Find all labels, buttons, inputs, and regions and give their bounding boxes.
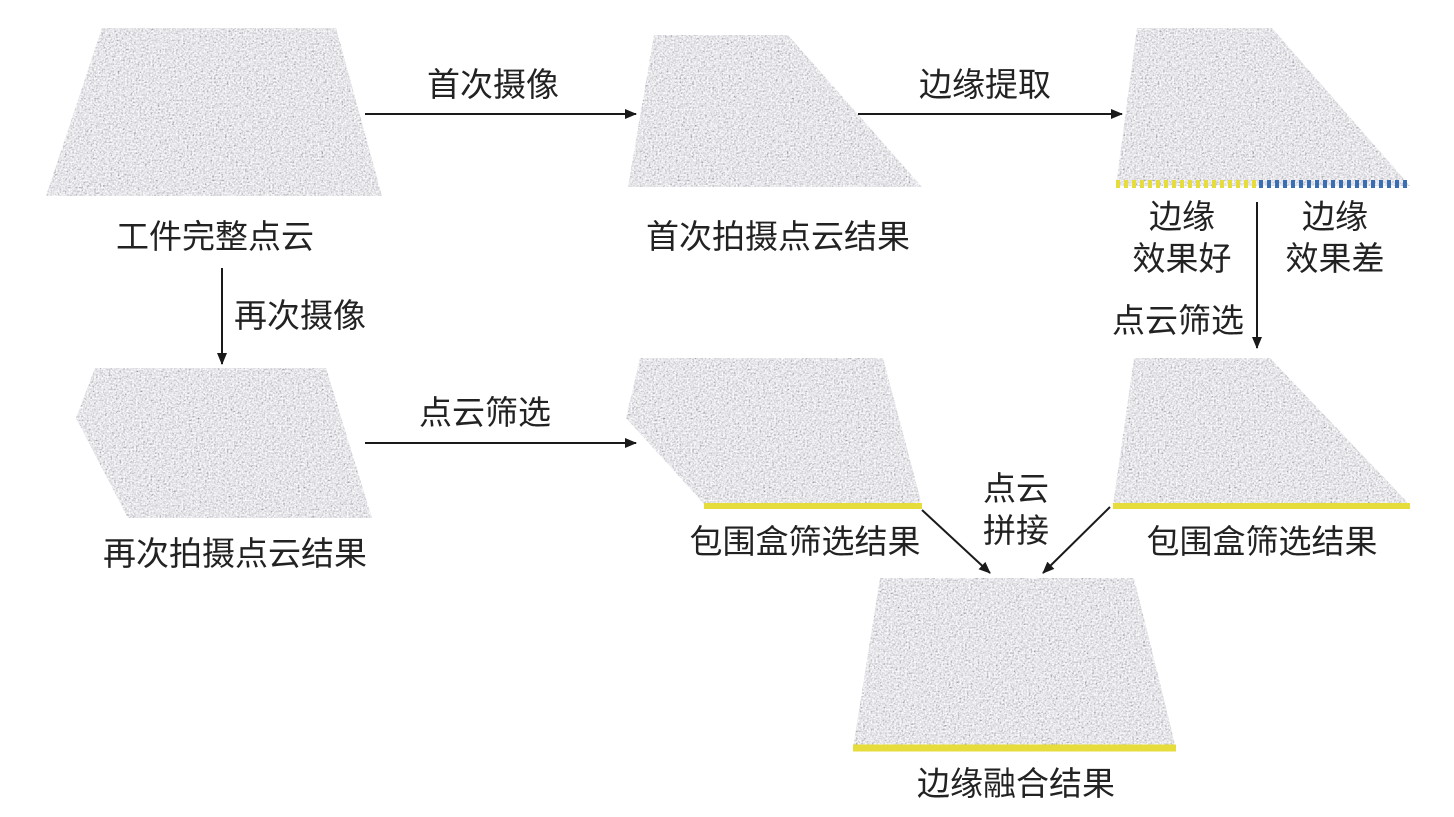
label-edge-extraction: 边缘提取 bbox=[919, 65, 1051, 104]
label-bad-edge-line1: 边缘 bbox=[1302, 197, 1368, 236]
label-stitch-line2: 拼接 bbox=[983, 511, 1049, 550]
full-point-cloud-patch bbox=[46, 28, 382, 196]
second-capture-point-cloud-patch bbox=[76, 368, 372, 518]
label-second-capture-result: 再次拍摄点云结果 bbox=[103, 534, 367, 573]
label-edge-fusion-result: 边缘融合结果 bbox=[917, 764, 1115, 803]
edge-fusion-point-cloud-patch bbox=[853, 578, 1176, 752]
bbox-filter-left-point-cloud-patch bbox=[626, 358, 922, 509]
label-bad-edge-line2: 效果差 bbox=[1286, 239, 1385, 278]
label-bbox-filter-result-right: 包围盒筛选结果 bbox=[1147, 522, 1378, 561]
label-first-capture-result: 首次拍摄点云结果 bbox=[646, 217, 910, 256]
first-capture-point-cloud-patch bbox=[628, 35, 922, 187]
label-bbox-filter-result-left: 包围盒筛选结果 bbox=[690, 522, 921, 561]
label-good-edge-line2: 效果好 bbox=[1133, 239, 1232, 278]
arrow-stitch-right bbox=[1042, 506, 1111, 574]
label-filter-left: 点云筛选 bbox=[419, 393, 551, 432]
edge-extraction-point-cloud-patch bbox=[1116, 28, 1410, 188]
label-first-capture: 首次摄像 bbox=[427, 65, 559, 104]
label-full-cloud: 工件完整点云 bbox=[116, 217, 314, 256]
label-good-edge-line1: 边缘 bbox=[1149, 197, 1215, 236]
arrow-stitch-left bbox=[921, 509, 991, 574]
label-filter-right: 点云筛选 bbox=[1112, 301, 1244, 340]
label-stitch-line1: 点云 bbox=[983, 469, 1049, 508]
label-second-capture: 再次摄像 bbox=[234, 296, 366, 335]
bbox-filter-right-point-cloud-patch bbox=[1113, 358, 1410, 509]
